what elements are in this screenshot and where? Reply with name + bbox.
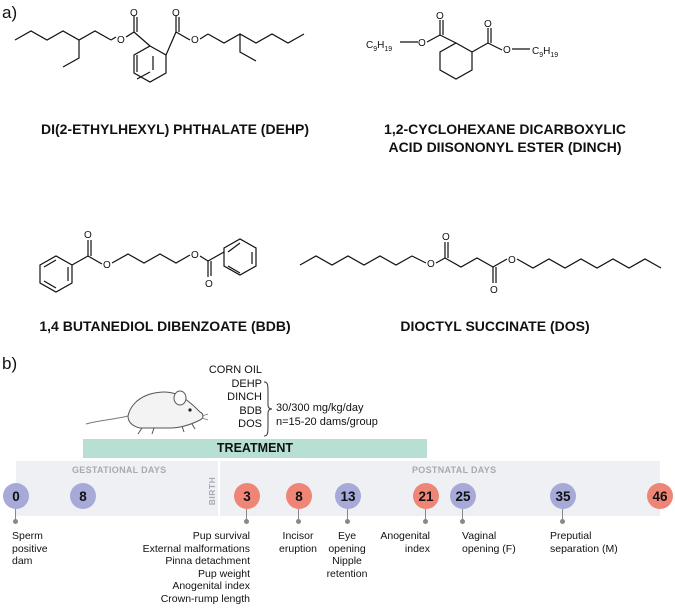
group-item: DINCH	[227, 391, 262, 403]
svg-text:O: O	[436, 11, 444, 22]
svg-text:O: O	[427, 259, 435, 270]
day-value: 35	[555, 488, 571, 504]
marker-stem	[425, 509, 426, 521]
marker-stem	[347, 509, 348, 521]
dinch-structure: C9H19 O O O O C9H19	[366, 11, 558, 80]
svg-text:O: O	[103, 260, 111, 271]
day-value: 46	[652, 488, 668, 504]
marker-stem	[562, 509, 563, 521]
group-bracket	[263, 381, 273, 437]
day-value: 0	[12, 488, 20, 504]
panel-b-label: b)	[2, 354, 18, 373]
bdb-name: 1,4 BUTANEDIOL DIBENZOATE (BDB)	[39, 318, 291, 334]
svg-text:O: O	[172, 8, 180, 19]
marker-dot	[560, 519, 565, 524]
day-value: 3	[243, 488, 251, 504]
treatment-label: TREATMENT	[216, 441, 294, 455]
svg-text:O: O	[490, 285, 498, 296]
day-value: 21	[418, 488, 434, 504]
group-list: CORN OIL DEHP DINCH BDB DOS	[209, 364, 262, 432]
svg-text:C9H19: C9H19	[366, 40, 392, 53]
day-value: 8	[295, 488, 303, 504]
group-size: n=15-20 dams/group	[276, 416, 378, 428]
svg-text:O: O	[508, 255, 516, 266]
bdb-structure: O O O O	[39, 230, 257, 293]
marker-stem	[15, 509, 16, 521]
svg-text:O: O	[191, 35, 199, 46]
day-marker: 25	[450, 483, 476, 509]
marker-dot	[244, 519, 249, 524]
birth-label: BIRTH	[207, 476, 217, 506]
postnatal-label: POSTNATAL DAYS	[412, 465, 497, 475]
group-item: DEHP	[231, 377, 262, 390]
day-marker: 13	[335, 483, 361, 509]
dehp-name: DI(2-ETHYLHEXYL) PHTHALATE (DEHP)	[40, 121, 310, 137]
dos-structure: O O O O	[299, 232, 662, 296]
svg-text:O: O	[191, 250, 199, 261]
marker-stem	[246, 509, 247, 521]
panel-a-label: a)	[2, 3, 18, 22]
day-value: 8	[79, 488, 87, 504]
birth-divider	[218, 461, 220, 516]
group-item: BDB	[239, 404, 262, 417]
group-item: CORN OIL	[208, 364, 262, 376]
marker-dot	[423, 519, 428, 524]
day-marker: 3	[234, 483, 260, 509]
svg-text:O: O	[84, 230, 92, 241]
dos-name: DIOCTYL SUCCINATE (DOS)	[400, 318, 590, 334]
svg-text:O: O	[418, 38, 426, 49]
rat-illustration	[85, 390, 209, 435]
svg-text:O: O	[484, 19, 492, 30]
dose-info: 30/300 mg/kg/day n=15-20 dams/group	[276, 401, 426, 429]
day-value: 25	[455, 488, 471, 504]
day-marker: 35	[550, 483, 576, 509]
day-marker: 21	[413, 483, 439, 509]
day-marker: 8	[286, 483, 312, 509]
dose-value: 30/300 mg/kg/day	[276, 402, 364, 414]
marker-dot	[296, 519, 301, 524]
svg-text:O: O	[503, 45, 511, 56]
svg-text:C9H19: C9H19	[532, 46, 558, 59]
day-marker: 46	[647, 483, 673, 509]
svg-text:O: O	[205, 279, 213, 290]
gestational-label: GESTATIONAL DAYS	[72, 465, 167, 475]
treatment-bar: TREATMENT	[83, 439, 427, 458]
dinch-name: 1,2-CYCLOHEXANE DICARBOXYLIC ACID DIISON…	[384, 121, 626, 155]
svg-text:O: O	[117, 35, 125, 46]
marker-dot	[460, 519, 465, 524]
dehp-structure: O O O O	[14, 8, 305, 83]
group-item: DOS	[238, 418, 262, 430]
marker-dot	[345, 519, 350, 524]
day-value: 13	[340, 488, 356, 504]
svg-text:O: O	[130, 8, 138, 19]
marker-stem	[298, 509, 299, 521]
svg-text:O: O	[442, 232, 450, 243]
day-marker: 0	[3, 483, 29, 509]
day-marker: 8	[70, 483, 96, 509]
marker-stem	[462, 509, 463, 521]
marker-dot	[13, 519, 18, 524]
